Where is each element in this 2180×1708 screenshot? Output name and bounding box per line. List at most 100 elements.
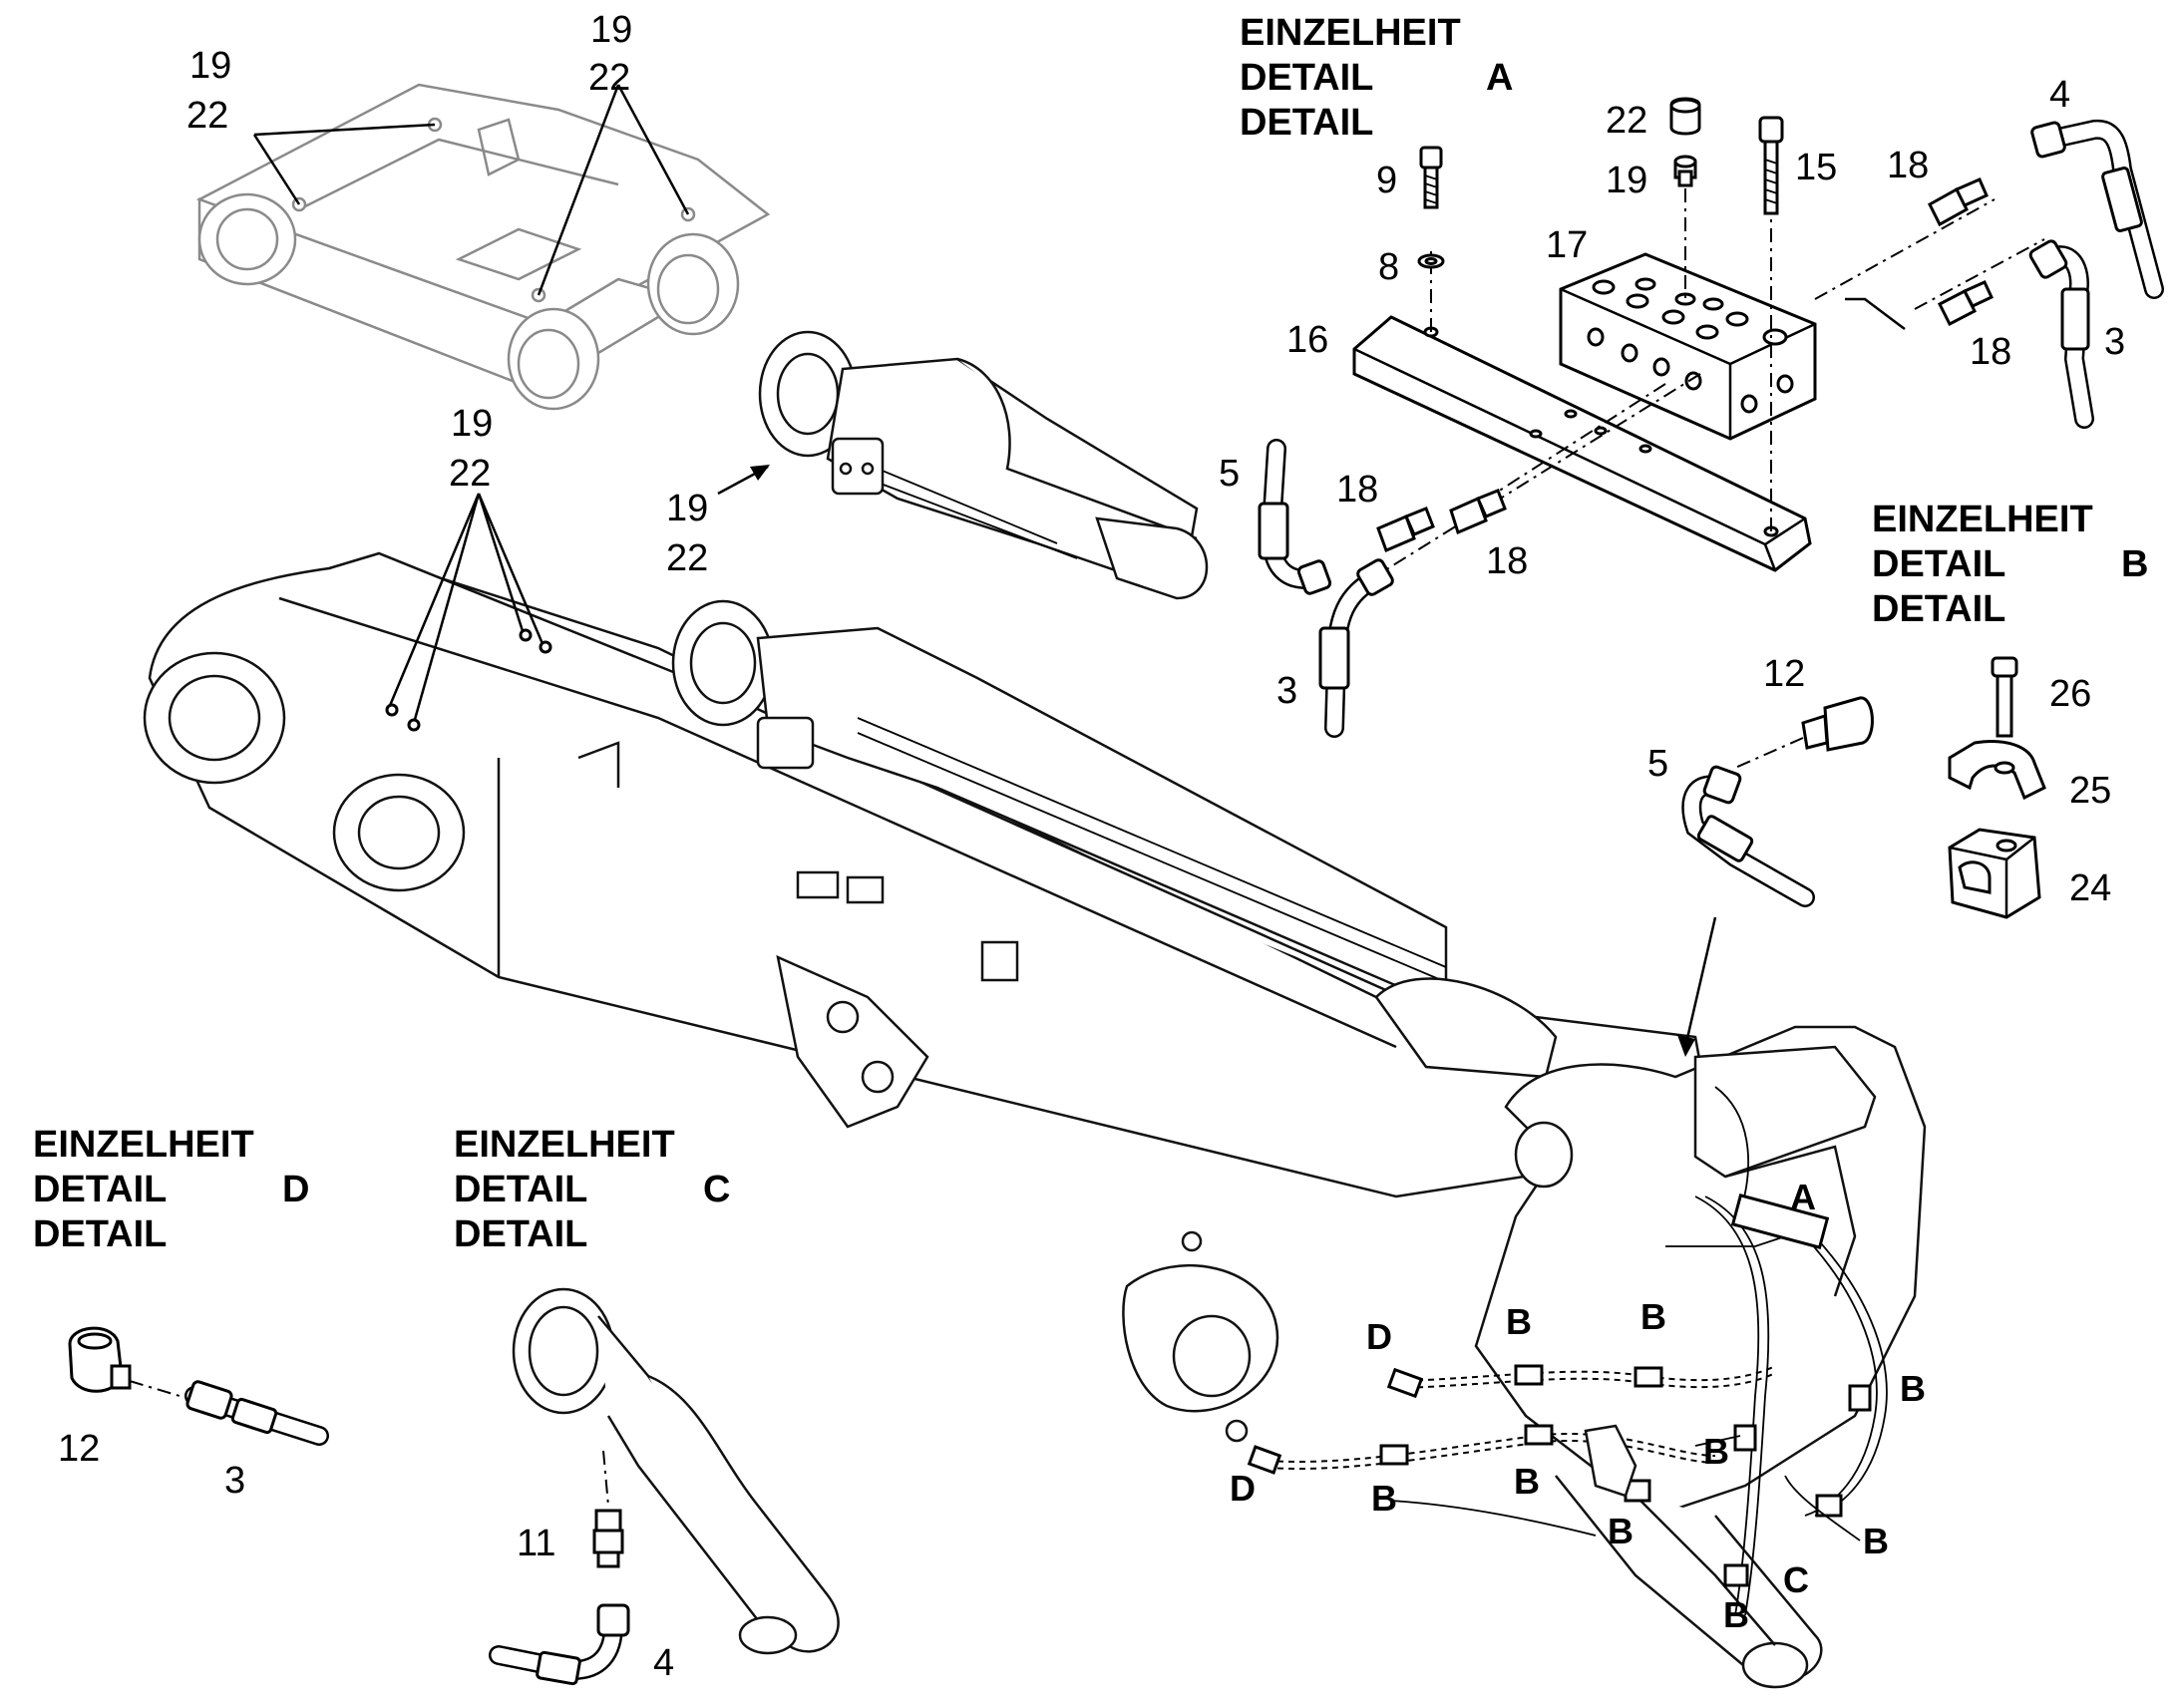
- label-8: 8: [1378, 246, 1399, 288]
- label-12: 12: [1763, 653, 1805, 695]
- clamp-25-icon: [1948, 740, 2046, 801]
- callout-b: B: [1608, 1511, 1634, 1551]
- label-19: 19: [189, 45, 231, 87]
- hose-3-icon: [184, 1380, 329, 1446]
- label-24: 24: [2069, 867, 2111, 909]
- callout-b: B: [1863, 1521, 1889, 1561]
- plug-12-icon: [68, 1326, 132, 1393]
- fitting-18-icon: [1449, 489, 1507, 535]
- svg-text:D: D: [282, 1169, 309, 1210]
- leader-line-to-a: [1683, 916, 1717, 1048]
- svg-text:DETAIL: DETAIL: [33, 1169, 167, 1210]
- cap-22-icon: [1669, 97, 1701, 136]
- bolt-26-icon: [1991, 656, 2018, 738]
- svg-text:DETAIL: DETAIL: [454, 1213, 587, 1255]
- detail-b-group: [1948, 656, 2046, 919]
- label-19: 19: [451, 403, 493, 445]
- main-boom: [143, 551, 1717, 1413]
- label-19: 19: [666, 488, 708, 529]
- detail-c-header: EINZELHEIT DETAIL C DETAIL: [454, 1124, 730, 1255]
- label-22: 22: [449, 453, 491, 495]
- label-18: 18: [1970, 331, 2011, 373]
- label-17: 17: [1546, 224, 1588, 266]
- plug-12-icon: [1801, 696, 1874, 752]
- label-22: 22: [1606, 100, 1647, 142]
- detail-a-header: EINZELHEIT DETAIL A DETAIL: [1240, 12, 1513, 144]
- svg-text:EINZELHEIT: EINZELHEIT: [1240, 12, 1461, 54]
- svg-text:DETAIL: DETAIL: [1240, 57, 1373, 99]
- detail-d-header: EINZELHEIT DETAIL D DETAIL: [33, 1124, 309, 1255]
- leader-lines: [252, 84, 770, 724]
- svg-text:DETAIL: DETAIL: [1872, 543, 2005, 585]
- fitting-11-icon: [592, 1509, 624, 1568]
- label-11: 11: [517, 1523, 555, 1564]
- callout-b: B: [1514, 1461, 1540, 1502]
- svg-text:DETAIL: DETAIL: [1872, 588, 2005, 630]
- hydraulic-cylinder-lower: [671, 599, 1558, 1079]
- label-16: 16: [1286, 319, 1328, 361]
- label-5: 5: [1647, 743, 1668, 785]
- detail-d-group: [68, 1326, 329, 1446]
- label-5: 5: [1219, 453, 1240, 495]
- bolt-15-icon: [1758, 116, 1784, 215]
- label-3: 3: [1276, 670, 1297, 712]
- hydraulic-cylinder-upper: [758, 330, 1209, 600]
- hose-3-icon: [1318, 558, 1394, 738]
- detail-c-group: [489, 1287, 840, 1686]
- hose-4-icon: [489, 1603, 630, 1686]
- svg-text:EINZELHEIT: EINZELHEIT: [33, 1124, 254, 1166]
- callout-b: B: [1900, 1368, 1926, 1409]
- svg-text:DETAIL: DETAIL: [454, 1169, 587, 1210]
- callout-d: D: [1230, 1468, 1256, 1509]
- fitting-19-icon: [1673, 155, 1697, 187]
- upper-frame-illustration: [195, 83, 771, 411]
- svg-text:EINZELHEIT: EINZELHEIT: [1872, 499, 2093, 540]
- hose-4-icon: [2030, 119, 2164, 299]
- label-22: 22: [666, 537, 708, 579]
- label-4: 4: [2049, 74, 2070, 116]
- label-18: 18: [1486, 540, 1528, 582]
- label-3: 3: [2104, 321, 2125, 363]
- svg-text:EINZELHEIT: EINZELHEIT: [454, 1124, 675, 1166]
- hose-5-icon: [1258, 439, 1332, 595]
- hose-3-icon: [2028, 239, 2094, 429]
- detail-a-group: [1258, 97, 2164, 738]
- detail-b-header: EINZELHEIT DETAIL B DETAIL: [1872, 499, 2148, 630]
- callout-b: B: [1703, 1431, 1729, 1472]
- callout-b: B: [1723, 1594, 1749, 1635]
- label-25: 25: [2069, 770, 2111, 812]
- svg-text:C: C: [703, 1169, 730, 1210]
- label-9: 9: [1376, 160, 1397, 201]
- fitting-18-icon: [1376, 507, 1435, 553]
- sensor-cable-routing: [1225, 1086, 1888, 1616]
- boom-head: [1474, 1025, 1927, 1689]
- label-22: 22: [186, 95, 228, 137]
- label-26: 26: [2049, 673, 2091, 715]
- callout-d: D: [1366, 1316, 1392, 1357]
- svg-text:DETAIL: DETAIL: [1240, 102, 1373, 144]
- label-18: 18: [1887, 145, 1929, 186]
- label-12: 12: [58, 1428, 100, 1470]
- svg-text:A: A: [1486, 57, 1513, 99]
- callout-a: A: [1790, 1177, 1816, 1217]
- svg-text:DETAIL: DETAIL: [33, 1213, 167, 1255]
- label-15: 15: [1795, 147, 1837, 188]
- label-18: 18: [1336, 469, 1378, 511]
- connector-12-and-hose-5: [1681, 696, 1874, 907]
- svg-text:B: B: [2121, 543, 2148, 585]
- part-number-labels: 19 22 19 22 19 22 19 22 22 19 9 15 18 4 …: [58, 9, 2125, 1684]
- bolt-9-icon: [1419, 146, 1443, 209]
- location-callouts: A C D D B B B B B B B B B B: [1230, 1177, 1926, 1635]
- block-24-icon: [1948, 828, 2041, 919]
- callout-b: B: [1506, 1301, 1532, 1342]
- label-22: 22: [588, 57, 630, 99]
- label-19: 19: [590, 9, 632, 51]
- fitting-18-icon: [1928, 177, 1989, 227]
- label-4: 4: [653, 1642, 674, 1684]
- label-3: 3: [224, 1460, 245, 1502]
- callout-c: C: [1783, 1559, 1809, 1600]
- label-19: 19: [1606, 160, 1647, 201]
- callout-b: B: [1640, 1296, 1666, 1337]
- fitting-18-icon: [1937, 280, 1994, 327]
